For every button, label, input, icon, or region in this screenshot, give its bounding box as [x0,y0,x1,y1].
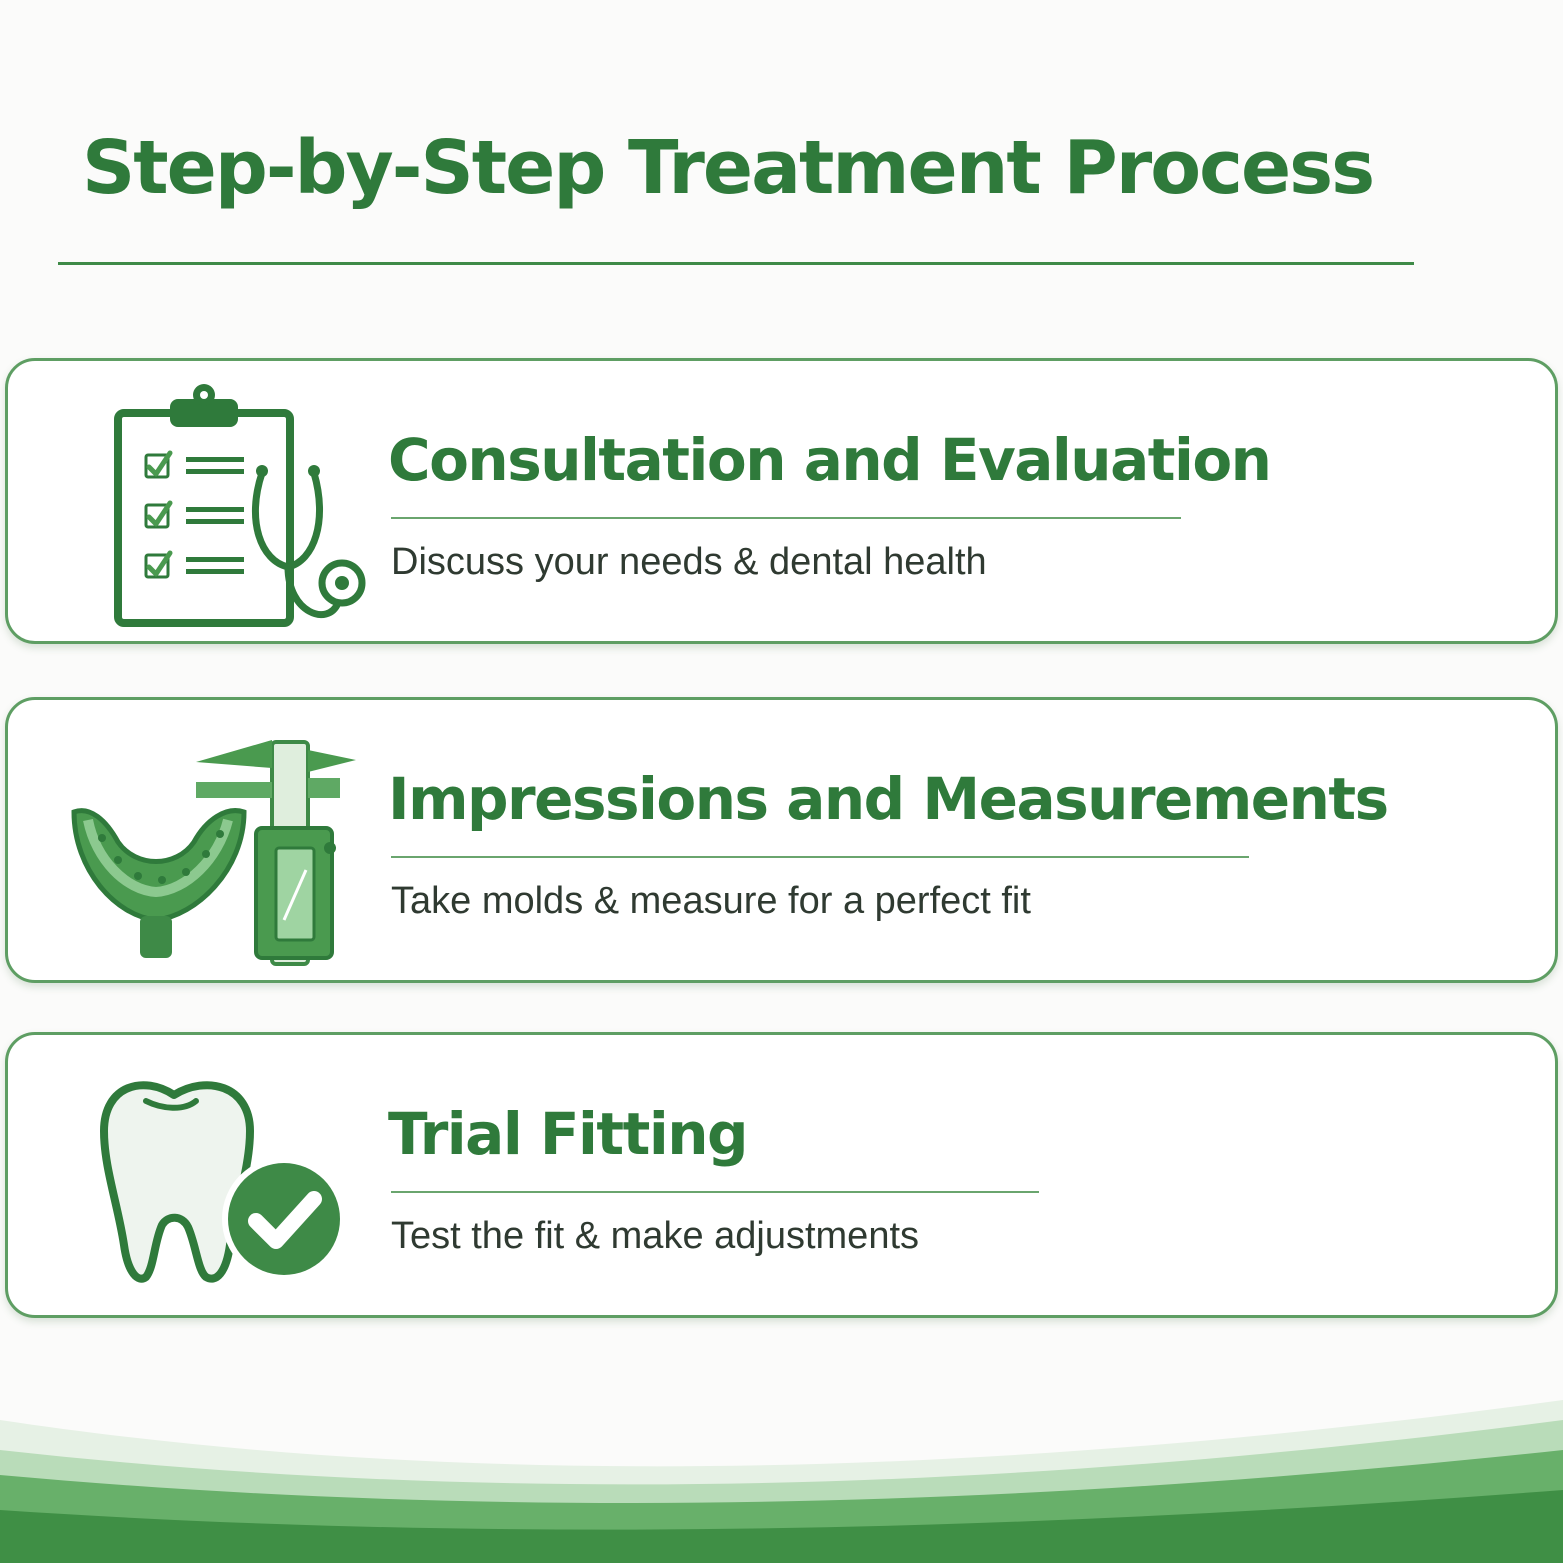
page-title: Step-by-Step Treatment Process [82,125,1375,211]
step-title: Impressions and Measurements [388,765,1389,833]
dental-mold-caliper-icon [71,740,356,966]
step-description: Test the fit & make adjustments [391,1215,920,1257]
title-divider [58,262,1414,265]
step-divider [391,856,1249,858]
tooth-check-icon [100,1081,346,1283]
step-card-impressions: Impressions and Measurements Take molds … [5,697,1558,983]
step-title: Trial Fitting [388,1100,749,1168]
step-divider [391,517,1181,519]
step-divider [391,1191,1039,1193]
step-card-trial-fitting: Trial Fitting Test the fit & make adjust… [5,1032,1558,1318]
step-description: Discuss your needs & dental health [391,541,987,583]
step-title: Consultation and Evaluation [388,426,1272,494]
step-description: Take molds & measure for a perfect fit [391,880,1031,922]
step-card-consultation: Consultation and Evaluation Discuss your… [5,358,1558,644]
decorative-wave-footer [0,1400,1563,1563]
clipboard-stethoscope-icon [114,384,366,627]
